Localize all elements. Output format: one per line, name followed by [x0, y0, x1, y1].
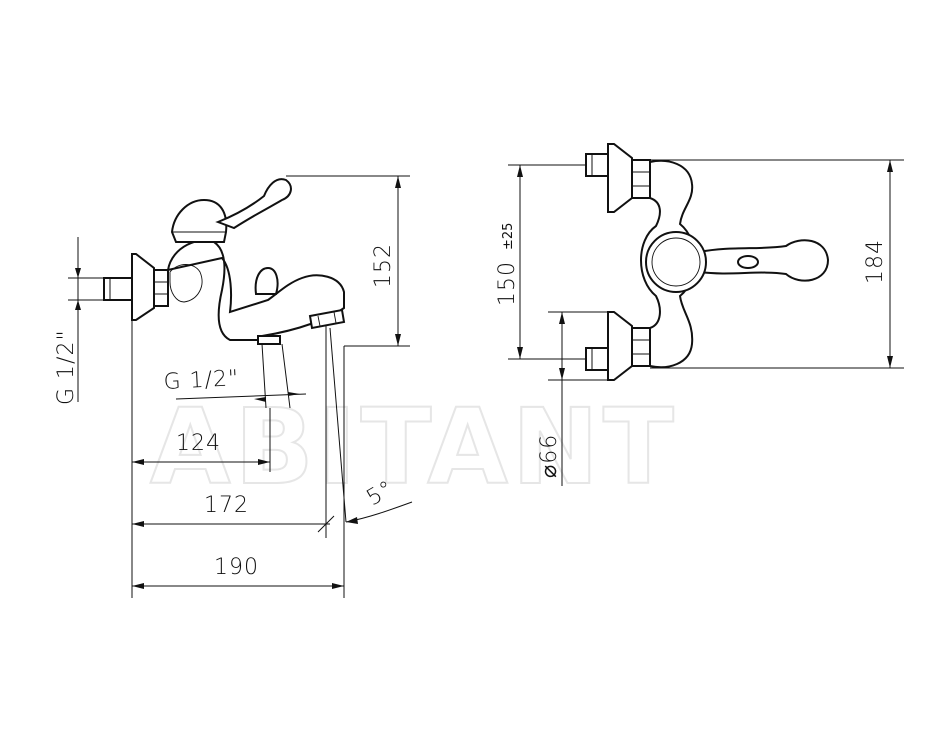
centers-label: 150: [495, 261, 520, 306]
inlet-thread-label: G 1/2": [54, 329, 79, 405]
bottom-hex-nut: [631, 327, 651, 367]
front-view-dimensions: 150 ±25 184 ⌀66: [495, 159, 904, 486]
bottom-flange: [607, 311, 633, 381]
length-outlet-label: 124: [176, 431, 221, 456]
hex-nut: [153, 269, 169, 307]
watermark: ABITANT: [150, 386, 678, 508]
side-view-dimensions: G 1/2" 152 G 1/2" 124 172: [54, 175, 413, 598]
lever-pin: [737, 255, 759, 269]
wall-flange: [131, 253, 155, 321]
flange-diameter-label: ⌀66: [537, 434, 562, 478]
front-height-label: 184: [863, 239, 888, 284]
outlet-thread-label: G 1/2": [163, 366, 240, 395]
length-total-label: 190: [214, 555, 259, 580]
bottom-inlet: [585, 347, 609, 371]
inlet-fitting: [103, 277, 133, 301]
spout-aerator: [308, 308, 346, 330]
top-inlet: [585, 153, 609, 177]
front-view: [585, 143, 830, 381]
centers-tolerance-label: ±25: [501, 223, 516, 250]
lever-handle: [215, 178, 292, 230]
side-height-label: 152: [371, 243, 396, 288]
top-flange: [607, 143, 633, 213]
side-view: [103, 178, 346, 345]
front-handle-hub: [645, 231, 707, 293]
diverter-knob: [254, 266, 279, 295]
top-hex-nut: [631, 159, 651, 199]
shower-outlet: [257, 335, 281, 345]
length-spout-label: 172: [204, 493, 249, 518]
front-handle-lever: [699, 239, 830, 282]
